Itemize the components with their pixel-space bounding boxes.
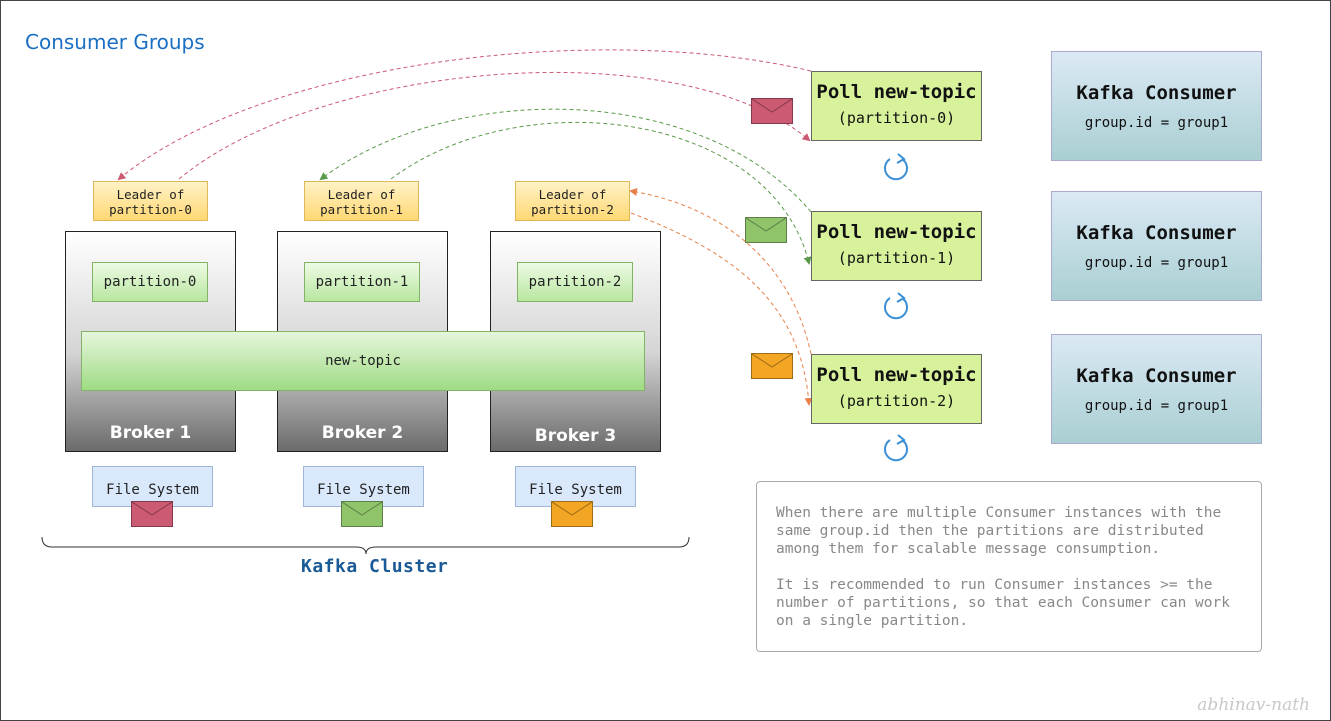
diagram-title: Consumer Groups <box>25 30 205 54</box>
leader-label-partition-1: Leader of partition-1 <box>304 181 419 221</box>
partition-2-box: partition-2 <box>517 262 633 302</box>
leader-label-line1: Leader of <box>327 187 396 202</box>
poll-partition: (partition-1) <box>837 249 956 267</box>
leader-label-line2: partition-1 <box>320 202 403 217</box>
broker-label: Broker 2 <box>321 423 404 443</box>
note-paragraph-1: When there are multiple Consumer instanc… <box>776 505 1222 557</box>
leader-label-line1: Leader of <box>116 187 185 202</box>
poll-title: Poll new-topic <box>816 221 977 243</box>
author-signature: abhinav-nath <box>1197 695 1310 715</box>
broker-label: Broker 3 <box>534 426 617 446</box>
cluster-brace <box>41 536 690 555</box>
file-system-2: File System <box>303 466 424 507</box>
leader-label-line1: Leader of <box>538 187 607 202</box>
kafka-consumer-3: Kafka Consumer group.id = group1 <box>1051 334 1262 444</box>
refresh-icon <box>882 433 910 463</box>
partition-0-box: partition-0 <box>92 262 208 302</box>
leader-label-line2: partition-2 <box>531 202 614 217</box>
response-arrow-partition-0 <box>178 72 811 180</box>
poll-box-partition-0: Poll new-topic (partition-0) <box>811 71 982 141</box>
envelope-icon <box>341 501 383 527</box>
topic-bar: new-topic <box>81 331 645 391</box>
consumer-name: Kafka Consumer <box>1076 365 1237 387</box>
poll-box-partition-2: Poll new-topic (partition-2) <box>811 354 982 424</box>
consumer-name: Kafka Consumer <box>1076 82 1237 104</box>
poll-box-partition-1: Poll new-topic (partition-1) <box>811 211 982 281</box>
consumer-name: Kafka Consumer <box>1076 222 1237 244</box>
note-paragraph-2: It is recommended to run Consumer instan… <box>776 577 1230 629</box>
refresh-icon <box>882 291 910 321</box>
explanation-note: When there are multiple Consumer instanc… <box>756 481 1262 652</box>
consumer-group-id: group.id = group1 <box>1084 255 1229 271</box>
leader-label-line2: partition-0 <box>109 202 192 217</box>
fetch-arrow-partition-0 <box>117 49 812 181</box>
leader-label-partition-0: Leader of partition-0 <box>93 181 208 221</box>
kafka-consumer-2: Kafka Consumer group.id = group1 <box>1051 191 1262 301</box>
envelope-icon <box>751 98 793 124</box>
poll-title: Poll new-topic <box>816 81 977 103</box>
broker-label: Broker 1 <box>109 423 192 443</box>
envelope-icon <box>551 501 593 527</box>
kafka-consumer-1: Kafka Consumer group.id = group1 <box>1051 51 1262 161</box>
poll-title: Poll new-topic <box>816 364 977 386</box>
leader-label-partition-2: Leader of partition-2 <box>515 181 630 221</box>
consumer-group-id: group.id = group1 <box>1084 398 1229 414</box>
file-system-3: File System <box>515 466 636 507</box>
poll-partition: (partition-0) <box>837 109 956 127</box>
envelope-icon <box>751 353 793 379</box>
cluster-label: Kafka Cluster <box>301 556 449 577</box>
envelope-icon <box>745 217 787 243</box>
envelope-icon <box>131 501 173 527</box>
partition-1-box: partition-1 <box>304 262 420 302</box>
refresh-icon <box>882 152 910 182</box>
poll-partition: (partition-2) <box>837 392 956 410</box>
consumer-group-id: group.id = group1 <box>1084 115 1229 131</box>
